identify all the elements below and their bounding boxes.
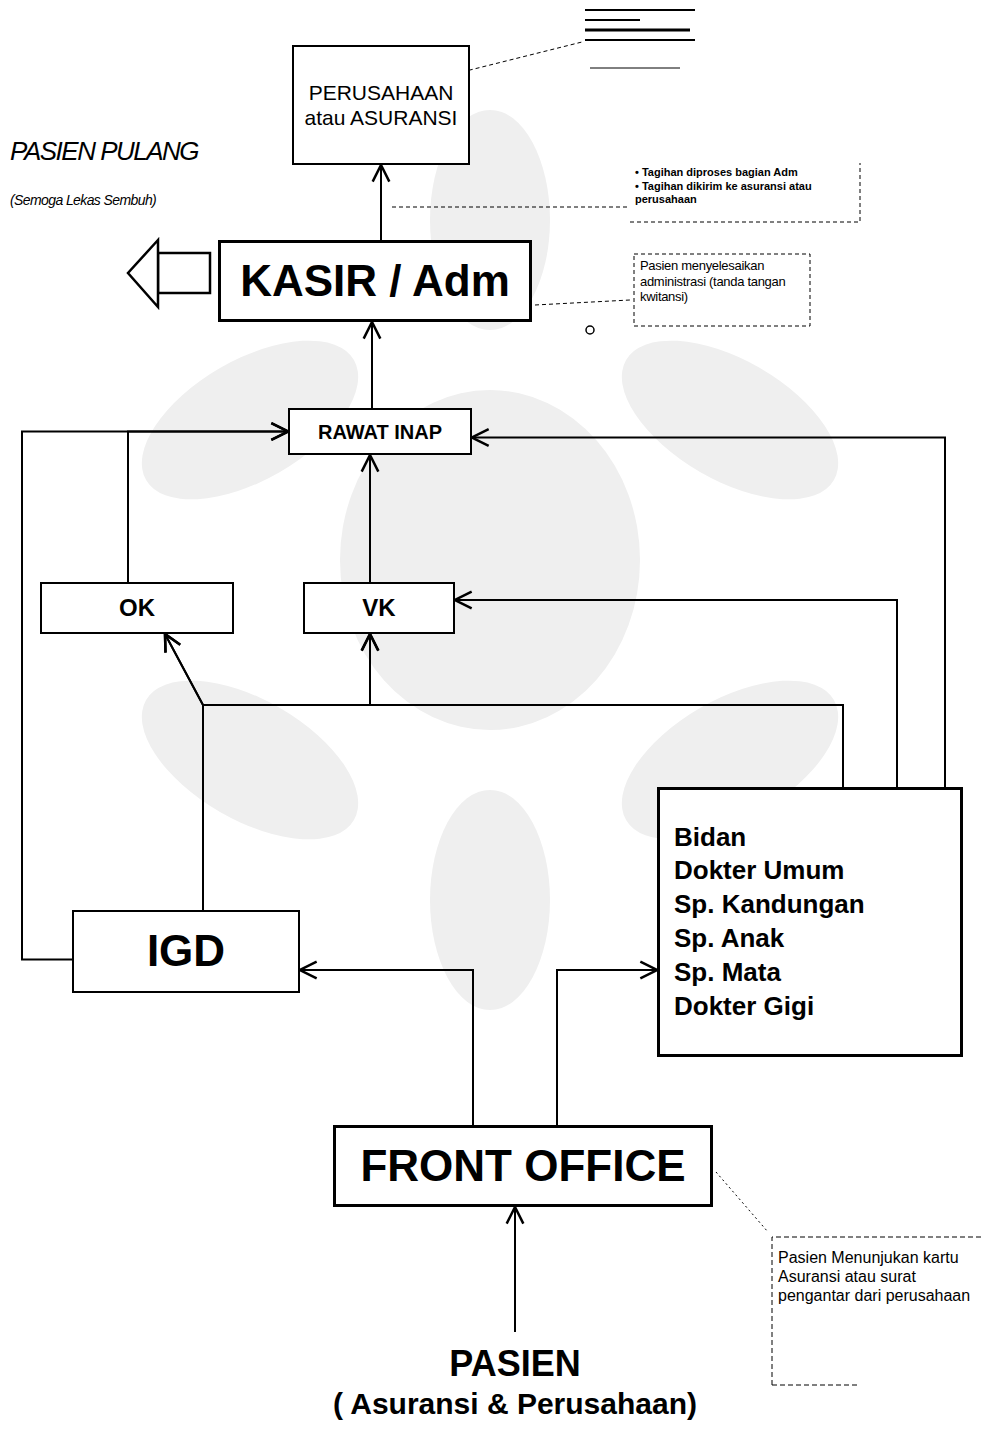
scribble-line xyxy=(585,29,690,32)
node-text: RAWAT INAP xyxy=(318,420,442,444)
flow-arrow xyxy=(557,970,657,1125)
note-label: Pasien Menunjukan kartu Asuransi atau su… xyxy=(778,1248,978,1306)
flow-arrow xyxy=(514,1207,516,1332)
node-text: IGD xyxy=(147,925,225,978)
exit-arrow-body xyxy=(158,253,210,293)
flow-arrow xyxy=(370,634,843,787)
process-box: BidanDokter UmumSp. KandunganSp. AnakSp.… xyxy=(657,787,963,1057)
flow-arrow xyxy=(472,438,945,788)
leader-line xyxy=(392,207,627,208)
watermark-shape xyxy=(430,790,550,1010)
node-text: PERUSAHAAN atau ASURANSI xyxy=(300,80,462,130)
scribble-line xyxy=(590,68,680,69)
process-box: OK xyxy=(40,582,234,634)
node-text: FRONT OFFICE xyxy=(360,1140,685,1193)
text-node: PASIEN( Asuransi & Perusahaan) xyxy=(275,1332,755,1432)
process-box: KASIR / Adm xyxy=(218,240,532,322)
exit-arrow xyxy=(128,240,210,307)
process-box: VK xyxy=(303,582,455,634)
node-text: Dokter Gigi xyxy=(674,990,814,1024)
node-text: Dokter Umum xyxy=(674,854,844,888)
callout-frame xyxy=(634,254,810,326)
leader-line xyxy=(462,42,582,72)
scribble-line xyxy=(585,9,695,11)
note-label: • Tagihan diproses bagian Adm xyxy=(635,166,857,179)
scribble xyxy=(585,10,695,68)
watermark-shape xyxy=(596,308,864,532)
flow-arrow xyxy=(128,432,288,583)
flow-arrow xyxy=(203,634,370,910)
node-text: Sp. Mata xyxy=(674,956,781,990)
flow-arrow xyxy=(22,432,288,960)
exit-arrow-head xyxy=(128,240,158,307)
scribble-line xyxy=(585,39,695,41)
node-text: Sp. Anak xyxy=(674,922,784,956)
node-text: KASIR / Adm xyxy=(240,255,510,308)
dot xyxy=(586,326,594,334)
flow-arrow xyxy=(369,455,371,582)
node-text: OK xyxy=(119,594,155,623)
process-box: RAWAT INAP xyxy=(288,408,472,455)
callout-frame xyxy=(630,163,860,222)
flow-arrow xyxy=(165,634,203,910)
watermark-shape xyxy=(116,648,384,872)
node-text: Bidan xyxy=(674,821,746,855)
note-label: PASIEN PULANG xyxy=(10,136,200,167)
leader-line xyxy=(535,300,630,305)
node-text: Sp. Kandungan xyxy=(674,888,865,922)
note-label: (Semoga Lekas Sembuh) xyxy=(10,192,180,209)
callout-frame xyxy=(772,1237,982,1385)
flow-arrow xyxy=(165,634,843,787)
process-box: PERUSAHAAN atau ASURANSI xyxy=(292,45,470,165)
flow-arrow xyxy=(300,970,473,1125)
flow-arrow xyxy=(371,322,373,408)
flow-arrow xyxy=(455,600,897,787)
watermark xyxy=(116,110,864,1010)
leader-line xyxy=(716,1172,768,1232)
process-box: FRONT OFFICE xyxy=(333,1125,713,1207)
flow-arrow xyxy=(380,165,382,240)
node-text: VK xyxy=(362,594,395,623)
node-text: ( Asuransi & Perusahaan) xyxy=(333,1386,697,1422)
scribble-line xyxy=(585,19,640,21)
process-box: IGD xyxy=(72,910,300,993)
node-text: PASIEN xyxy=(449,1342,580,1385)
note-label: Pasien menyelesaikan administrasi (tanda… xyxy=(640,258,806,305)
note-label: • Tagihan dikirim ke asuransi atau perus… xyxy=(635,180,857,206)
